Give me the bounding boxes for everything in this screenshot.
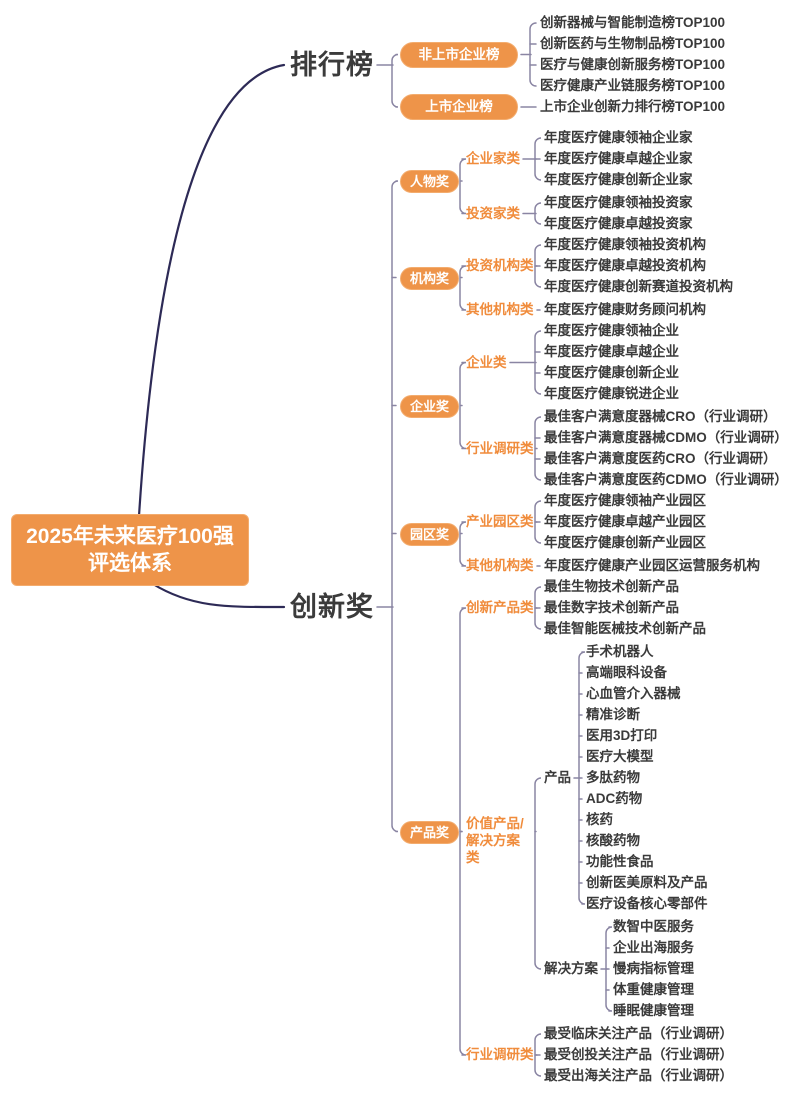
award-category-node[interactable]: 园区奖 [400, 522, 460, 546]
leaf-node[interactable]: 年度医疗健康创新产业园区 [544, 535, 706, 550]
leaf-node[interactable]: 年度医疗健康卓越企业家 [544, 151, 693, 166]
leaf-node[interactable]: 创新医药与生物制品榜TOP100 [540, 36, 726, 51]
leaf-node[interactable]: 最佳客户满意度器械CDMO（行业调研） [544, 430, 788, 445]
leaf-node[interactable]: 多肽药物 [586, 770, 640, 785]
leaf-node[interactable]: 医疗大模型 [586, 749, 654, 764]
leaf-node[interactable]: 上市企业创新力排行榜TOP100 [540, 99, 726, 114]
leaf-node[interactable]: 核酸药物 [586, 833, 640, 848]
category-node[interactable]: 行业调研类 [466, 1047, 534, 1062]
category-node[interactable]: 其他机构类 [466, 302, 534, 317]
leaf-node[interactable]: 年度医疗健康领袖企业 [544, 323, 679, 338]
leaf-node[interactable]: 医用3D打印 [586, 728, 658, 743]
leaf-node[interactable]: 最佳客户满意度医药CDMO（行业调研） [544, 472, 788, 487]
root-title-line2: 评选体系 [88, 552, 172, 575]
branch-node[interactable]: 排行榜 [290, 50, 374, 80]
category-node[interactable]: 其他机构类 [466, 558, 534, 573]
leaf-node[interactable]: 年度医疗健康锐进企业 [544, 386, 679, 401]
tree-connector [534, 416, 542, 481]
leaf-node[interactable]: 医疗设备核心零部件 [586, 896, 708, 911]
leaf-node[interactable]: 年度医疗健康卓越投资家 [544, 216, 693, 231]
leaf-node[interactable]: 慢病指标管理 [613, 961, 694, 976]
leaf-node[interactable]: 高端眼科设备 [586, 665, 667, 680]
leaf-node[interactable]: 年度医疗健康创新企业 [544, 365, 679, 380]
leaf-node[interactable]: 手术机器人 [586, 644, 654, 659]
tree-connector [534, 202, 542, 225]
subcategory-node[interactable]: 产品 [544, 770, 571, 785]
leaf-node[interactable]: 年度医疗健康领袖产业园区 [544, 493, 706, 508]
tree-connector [534, 330, 542, 395]
leaf-node[interactable]: 企业出海服务 [613, 940, 694, 955]
leaf-node[interactable]: 年度医疗健康创新赛道投资机构 [544, 279, 733, 294]
leaf-node[interactable]: 年度医疗健康卓越投资机构 [544, 258, 706, 273]
award-category-node[interactable]: 人物奖 [400, 170, 460, 193]
leaf-node[interactable]: 年度医疗健康领袖投资机构 [544, 237, 706, 252]
tree-connector [459, 158, 467, 215]
category-node[interactable]: 企业类 [466, 354, 507, 370]
award-category-node[interactable]: 机构奖 [400, 266, 460, 290]
category-node[interactable]: 企业家类 [466, 151, 520, 166]
leaf-node[interactable]: 年度医疗健康财务顾问机构 [544, 302, 706, 317]
leaf-node[interactable]: 创新医美原料及产品 [586, 875, 708, 890]
leaf-node[interactable]: ADC药物 [586, 791, 643, 806]
leaf-node[interactable]: 最佳生物技术创新产品 [544, 579, 679, 594]
category-node[interactable]: 行业调研类 [466, 440, 534, 456]
award-category-node[interactable]: 产品奖 [400, 820, 460, 844]
root-node[interactable]: 2025年未来医疗100强 评选体系 [11, 514, 249, 586]
category-node[interactable]: 产业园区类 [466, 514, 534, 529]
leaf-node[interactable]: 医疗与健康创新服务榜TOP100 [540, 57, 726, 72]
tree-connector [459, 361, 467, 450]
leaf-node[interactable]: 精准诊断 [586, 707, 640, 722]
tree-connector [529, 22, 537, 87]
tree-connector [459, 521, 467, 567]
branch-node[interactable]: 创新奖 [290, 592, 374, 622]
leaf-node[interactable]: 年度医疗健康卓越产业园区 [544, 514, 706, 529]
leaf-node[interactable]: 核药 [586, 812, 613, 827]
leaf-node[interactable]: 最佳智能医械技术创新产品 [544, 621, 706, 636]
leaf-node[interactable]: 医疗健康产业链服务榜TOP100 [540, 78, 726, 93]
category-node[interactable]: 投资家类 [466, 205, 520, 221]
category-node[interactable]: 价值产品/解决方案类 [466, 815, 524, 865]
leaf-node[interactable]: 最佳数字技术创新产品 [544, 600, 679, 615]
tree-connector [391, 53, 399, 108]
leaf-node[interactable]: 睡眠健康管理 [613, 1003, 694, 1018]
leaf-node[interactable]: 最佳客户满意度医药CRO（行业调研） [544, 451, 777, 466]
leaf-node[interactable]: 最受出海关注产品（行业调研） [544, 1068, 733, 1083]
tree-connector [534, 777, 542, 970]
leaf-node[interactable]: 心血管介入器械 [586, 686, 681, 701]
list-category-node[interactable]: 上市企业榜 [400, 94, 518, 120]
leaf-node[interactable]: 最受临床关注产品（行业调研） [544, 1026, 733, 1041]
tree-connector [391, 180, 399, 833]
leaf-node[interactable]: 最受创投关注产品（行业调研） [544, 1047, 733, 1062]
award-category-node[interactable]: 企业奖 [400, 394, 460, 418]
branch-curve [151, 582, 286, 609]
branch-curve [137, 63, 286, 518]
root-title-line1: 2025年未来医疗100强 [26, 525, 234, 548]
leaf-node[interactable]: 功能性食品 [586, 854, 654, 869]
leaf-node[interactable]: 创新器械与智能制造榜TOP100 [540, 15, 726, 30]
leaf-node[interactable]: 年度医疗健康产业园区运营服务机构 [544, 558, 760, 573]
category-node[interactable]: 创新产品类 [466, 600, 534, 615]
leaf-node[interactable]: 年度医疗健康领袖投资家 [544, 195, 693, 210]
leaf-node[interactable]: 年度医疗健康卓越企业 [544, 344, 679, 359]
leaf-node[interactable]: 年度医疗健康创新企业家 [544, 172, 693, 187]
category-node[interactable]: 投资机构类 [466, 258, 534, 273]
tree-connector [459, 265, 467, 311]
leaf-node[interactable]: 体重健康管理 [613, 982, 694, 997]
list-category-node[interactable]: 非上市企业榜 [400, 41, 518, 68]
leaf-node[interactable]: 年度医疗健康领袖企业家 [544, 130, 693, 145]
leaf-node[interactable]: 数智中医服务 [613, 919, 694, 934]
leaf-node[interactable]: 最佳客户满意度器械CRO（行业调研） [544, 409, 777, 424]
subcategory-node[interactable]: 解决方案 [544, 961, 598, 976]
